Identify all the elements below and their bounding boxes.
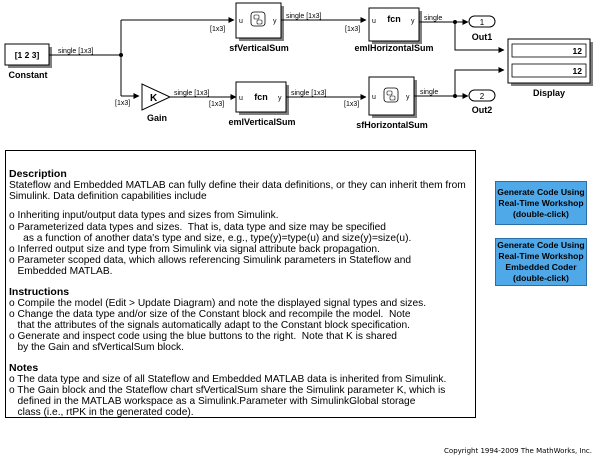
dim-label-emlhs-in: [1x3]	[345, 26, 360, 33]
dim-label-sfvs-in: [1x3]	[210, 26, 225, 33]
port-y: y	[278, 95, 282, 102]
port-u: u	[372, 18, 376, 25]
dim-label-gain-in: [1x3]	[115, 100, 130, 107]
gain-symbol: K	[150, 93, 158, 104]
port-y: y	[411, 18, 415, 25]
port-u: u	[239, 18, 243, 25]
eml-horizontal-sum-fcn: fcn	[387, 14, 401, 24]
out2-label: Out2	[472, 105, 493, 115]
sf-horizontal-sum-label: sfHorizontalSum	[356, 120, 428, 130]
eml-vertical-sum-fcn: fcn	[254, 92, 268, 102]
generate-code-rtw-button[interactable]: Generate Code Using Real-Time Workshop (…	[495, 181, 587, 225]
notes-list: o The data type and size of all Stateflo…	[9, 374, 475, 419]
instructions-heading: Instructions	[9, 285, 70, 298]
list-item: o Inheriting input/output data types and…	[9, 210, 279, 222]
list-item: o Generate and inspect code using the bl…	[9, 331, 397, 354]
list-item: o Parameter scoped data, which allows re…	[9, 255, 412, 278]
list-item: o Change the data type and/or size of th…	[9, 308, 411, 332]
display-block[interactable]: 12 12	[507, 38, 593, 86]
eml-vertical-sum-block[interactable]: u y fcn	[235, 81, 289, 115]
list-item: o Compile the model (Edit > Update Diagr…	[9, 297, 427, 309]
gain-block[interactable]: K	[141, 83, 172, 111]
generate-code-embedded-coder-button[interactable]: Generate Code Using Real-Time Workshop E…	[495, 238, 587, 286]
constant-block[interactable]: [1 2 3]	[4, 43, 52, 68]
constant-value: [1 2 3]	[15, 50, 40, 60]
notes-heading: Notes	[9, 361, 39, 374]
description-panel: Description Stateflow and Embedded MATLA…	[5, 150, 476, 418]
simulink-diagram: [1 2 3] Constant single [1x3] [1x3] [1x3…	[4, 2, 593, 130]
port-y: y	[406, 94, 410, 101]
signal-label-gain-out: single [1x3]	[174, 90, 209, 97]
list-item: o The Gain block and the Stateflow chart…	[9, 384, 446, 419]
eml-vertical-sum-label: emlVerticalSum	[228, 117, 295, 127]
gain-label: Gain	[147, 113, 167, 123]
instructions-list: o Compile the model (Edit > Update Diagr…	[9, 298, 475, 354]
display-value-1: 12	[573, 46, 583, 56]
signal-label-sfvs-out: single [1x3]	[286, 13, 321, 20]
display-value-2: 12	[573, 66, 583, 76]
eml-horizontal-sum-label: emlHorizontalSum	[354, 43, 433, 53]
sf-vertical-sum-block[interactable]: u y	[235, 2, 284, 41]
sf-vertical-sum-label: sfVerticalSum	[229, 43, 289, 53]
port-u: u	[372, 94, 376, 101]
description-intro: Stateflow and Embedded MATLAB can fully …	[9, 180, 466, 203]
port-y: y	[273, 18, 277, 25]
signal-label-emlvs-out: single [1x3]	[291, 90, 326, 97]
list-item: o The data type and size of all Stateflo…	[9, 373, 447, 385]
stateflow-chart-icon	[383, 87, 399, 103]
eml-horizontal-sum-block[interactable]: u y fcn	[368, 7, 422, 44]
stateflow-chart-icon	[250, 11, 266, 27]
out2-number: 2	[480, 92, 485, 101]
out1-port-block[interactable]: 1	[468, 15, 496, 28]
port-u: u	[239, 95, 243, 102]
dim-label-emlvs-in: [1x3]	[209, 101, 224, 108]
signal-label-sfhs-out: single	[420, 89, 438, 96]
display-label: Display	[533, 88, 565, 98]
dim-label-sfhs-in: [1x3]	[344, 101, 359, 108]
out1-label: Out1	[472, 32, 493, 42]
signal-label-constant: single [1x3]	[58, 48, 93, 55]
signal-label-emlhs-out: single	[424, 15, 442, 22]
description-heading: Description	[9, 168, 67, 180]
copyright-text: Copyright 1994-2009 The MathWorks, Inc.	[444, 447, 592, 455]
description-list: o Inheriting input/output data types and…	[9, 210, 475, 277]
list-item: o Parameterized data types and sizes. Th…	[9, 221, 412, 244]
sf-horizontal-sum-block[interactable]: u y	[368, 76, 417, 118]
out2-port-block[interactable]: 2	[468, 89, 496, 102]
constant-label: Constant	[9, 70, 48, 80]
out1-number: 1	[480, 18, 485, 27]
list-item: o Inferred output size and type from Sim…	[9, 244, 380, 256]
